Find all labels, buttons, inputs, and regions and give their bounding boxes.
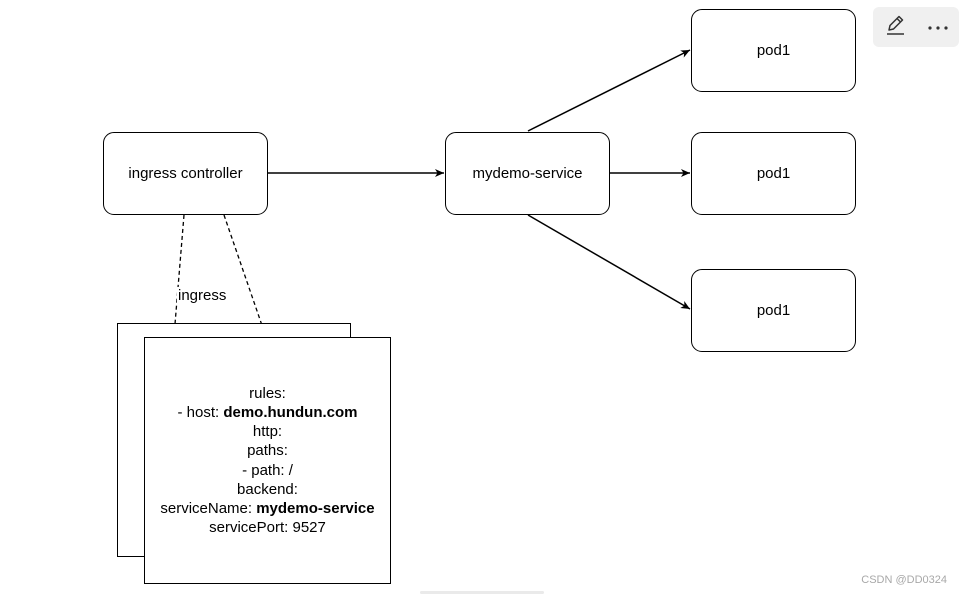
watermark-text: CSDN @DD0324 xyxy=(861,574,947,586)
yaml-host-key: - host: xyxy=(177,403,224,421)
edit-button[interactable] xyxy=(873,7,916,47)
yaml-line-backend: backend: xyxy=(237,480,298,498)
yaml-host-value: demo.hundun.com xyxy=(223,403,358,421)
pod-node-middle[interactable]: pod1 xyxy=(691,132,856,215)
pod-label-bottom: pod1 xyxy=(756,302,791,319)
ingress-doc-front[interactable]: rules: - host: demo.hundun.com http: pat… xyxy=(144,337,391,584)
floating-toolbar xyxy=(873,7,959,47)
yaml-service-name-key: serviceName: xyxy=(160,499,257,517)
edge-service-to-pod-bottom xyxy=(527,214,691,310)
yaml-line-service-port: servicePort: 9527 xyxy=(209,519,326,537)
ingress-controller-node[interactable]: ingress controller xyxy=(103,132,268,215)
scroll-indicator xyxy=(420,591,544,594)
pod-label-middle: pod1 xyxy=(756,165,791,182)
more-button[interactable] xyxy=(916,7,959,47)
pod-node-bottom[interactable]: pod1 xyxy=(691,269,856,352)
yaml-line-http: http: xyxy=(252,423,283,441)
mydemo-service-node[interactable]: mydemo-service xyxy=(445,132,610,215)
mydemo-service-label: mydemo-service xyxy=(472,165,583,182)
edge-service-to-pod-top xyxy=(527,49,691,132)
yaml-line-paths: paths: xyxy=(247,442,288,460)
yaml-line-path: - path: / xyxy=(242,461,293,479)
pod-node-top[interactable]: pod1 xyxy=(691,9,856,92)
pencil-icon xyxy=(884,13,906,42)
more-horizontal-icon xyxy=(927,18,949,36)
ingress-edge-label: ingress xyxy=(177,287,228,305)
pod-label-top: pod1 xyxy=(756,42,791,59)
ingress-controller-label: ingress controller xyxy=(128,165,243,182)
dashed-link-ingress-left xyxy=(174,214,185,325)
yaml-line-service-name: serviceName: mydemo-service xyxy=(160,499,374,518)
yaml-service-name-value: mydemo-service xyxy=(256,499,375,517)
yaml-line-rules: rules: xyxy=(249,384,286,402)
yaml-line-host: - host: demo.hundun.com xyxy=(177,403,357,422)
dashed-link-ingress-right xyxy=(223,214,267,338)
